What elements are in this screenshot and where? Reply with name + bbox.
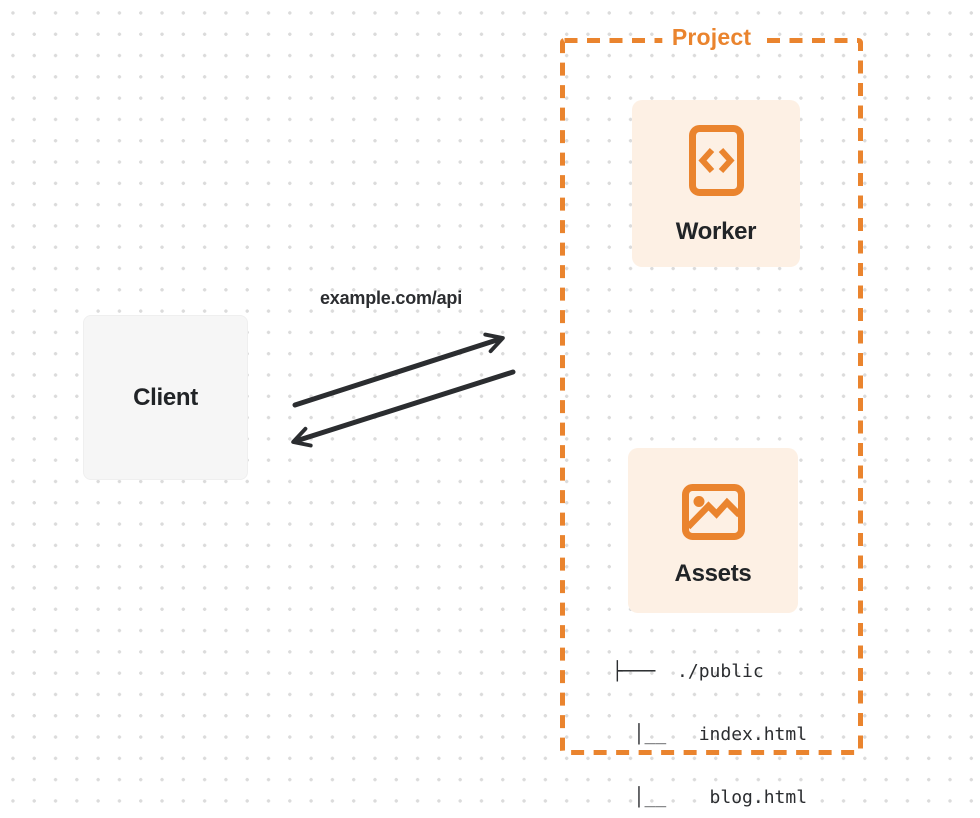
image-icon	[681, 484, 745, 540]
file-tree: ├─── ./public │__ index.html │__ blog.ht…	[612, 619, 807, 818]
assets-node: Assets	[628, 448, 798, 613]
client-node: Client	[83, 315, 248, 480]
code-file-icon	[688, 125, 744, 196]
file-tree-line-root: ├─── ./public	[612, 661, 764, 682]
file-tree-line-index: │__ index.html	[612, 724, 808, 745]
client-label: Client	[133, 383, 198, 411]
project-boundary: Project Worker Assets	[560, 24, 863, 808]
file-tree-line-blog: │__ blog.html	[612, 787, 808, 808]
project-label: Project	[661, 24, 762, 51]
arrow-client-to-project	[292, 332, 505, 408]
worker-node: Worker	[632, 100, 800, 267]
worker-label: Worker	[675, 218, 757, 245]
request-url-label: example.com/api	[319, 288, 463, 308]
arrow-project-to-client	[291, 369, 516, 448]
assets-label: Assets	[674, 560, 752, 587]
